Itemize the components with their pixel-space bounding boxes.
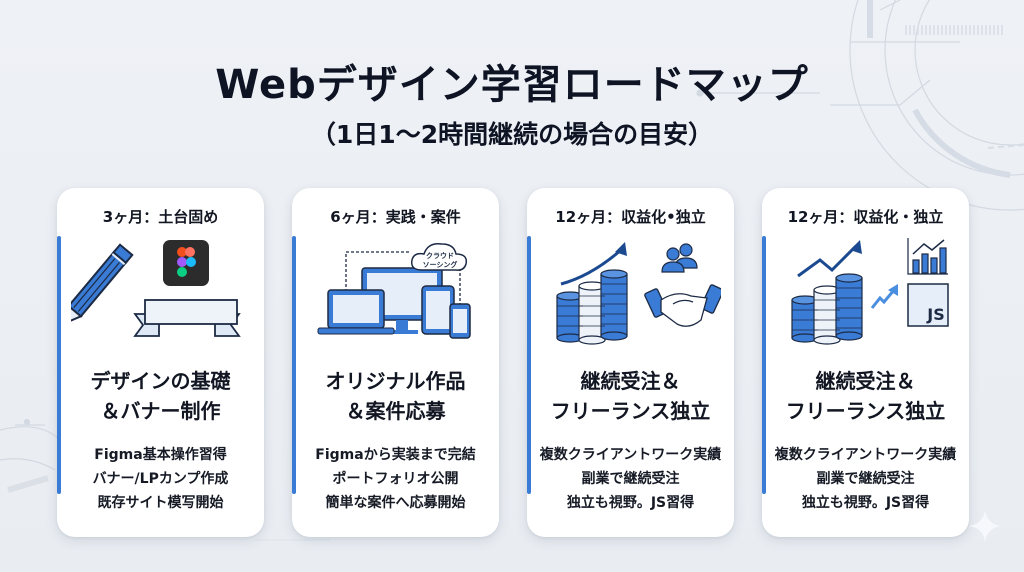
coin-stacks-icon [556,269,628,345]
figma-logo-icon [163,240,209,286]
card-description: Figma基本操作習得 バナー/LPカンプ作成 既存サイト模写開始 [59,443,262,515]
desc-line: 独立も視野。JS習得 [801,495,930,511]
cloud-label: クラウド [426,251,454,260]
desc-line: Figma基本操作習得 [94,447,227,463]
bar-chart-icon [907,238,948,275]
desc-line: Figmaから実装まで完結 [315,447,476,463]
card-period: 12ヶ月：収益化•独立 [555,208,706,226]
card-heading-line1: 継続受注＆ [580,369,681,393]
js-badge-icon: JS [907,283,949,327]
handshake-icon [644,284,721,327]
card-heading: 継続受注＆ フリーランス独立 [531,366,730,426]
card-description: Figmaから実装まで完結 ポートフォリオ公開 簡単な案件へ応募開始 [294,443,497,515]
roadmap-card-12-months-b: 12ヶ月：収益化・独立 [762,188,969,537]
card-heading: デザインの基礎 ＆バナー制作 [61,366,260,426]
desc-line: ポートフォリオ公開 [332,471,459,487]
cloud-icon: クラウド ソーシング [410,242,468,271]
card-heading: オリジナル作品 ＆案件応募 [296,366,495,426]
card-heading-line2: ＆案件応募 [345,399,446,423]
roadmap-card-6-months: 6ヶ月：実践・案件 クラウド ソーシング [292,188,499,537]
desc-line: 副業で継続受注 [816,471,915,487]
card-accent-bar [527,236,531,494]
desc-line: 複数クライアントワーク実績 [774,447,957,463]
card-heading-line2: ＆バナー制作 [100,399,221,423]
page-title: Webデザイン学習ロードマップ [215,62,809,108]
devices-illustration: クラウド ソーシング [317,242,471,339]
card-accent-bar [762,236,766,494]
roadmap-card-12-months-a: 12ヶ月：収益化•独立 [527,188,734,537]
page-subtitle: （1日1〜2時間継続の場合の目安） [310,120,714,149]
card-heading: 継続受注＆ フリーランス独立 [766,366,965,426]
foundation-illustration [71,240,241,337]
trend-arrow-icon [797,240,862,278]
pencil-icon [71,243,134,326]
desc-line: 簡単な案件へ応募開始 [325,495,466,511]
tablet-icon [421,285,455,335]
sparkle-icon [969,510,1001,542]
card-heading-line1: デザインの基礎 [90,369,231,393]
coin-stacks-icon [791,273,863,345]
smartphone-icon [449,303,471,339]
card-heading-line1: 継続受注＆ [815,369,916,393]
roadmap-card-3-months: 3ヶ月：土台固め デザインの基礎 [57,188,264,537]
independence-illustration: JS [791,238,949,345]
card-description: 複数クライアントワーク実績 副業で継続受注 独立も視野。JS習得 [764,443,967,515]
desc-line: 独立も視野。JS習得 [566,495,695,511]
laptop-icon [317,289,395,335]
card-accent-bar [292,236,296,494]
card-period: 6ヶ月：実践・案件 [330,208,461,226]
desc-line: 副業で継続受注 [581,471,680,487]
js-label: JS [926,305,944,324]
small-growth-arrow-icon [870,284,898,309]
users-icon [661,243,698,273]
desc-line: 複数クライアントワーク実績 [539,447,722,463]
card-heading-line2: フリーランス独立 [785,399,946,423]
cloud-label: ソーシング [423,260,458,269]
card-period: 12ヶ月：収益化・独立 [787,208,944,226]
ribbon-banner-icon [133,299,241,337]
desc-line: 既存サイト模写開始 [97,495,224,511]
card-heading-line1: オリジナル作品 [325,369,466,393]
desc-line: バナー/LPカンプ作成 [92,471,229,487]
card-description: 複数クライアントワーク実績 副業で継続受注 独立も視野。JS習得 [529,443,732,515]
card-period: 3ヶ月：土台固め [102,208,219,226]
income-illustration [556,242,721,345]
card-heading-line2: フリーランス独立 [550,399,711,423]
card-accent-bar [57,236,61,494]
growth-arrow-icon [560,242,627,286]
